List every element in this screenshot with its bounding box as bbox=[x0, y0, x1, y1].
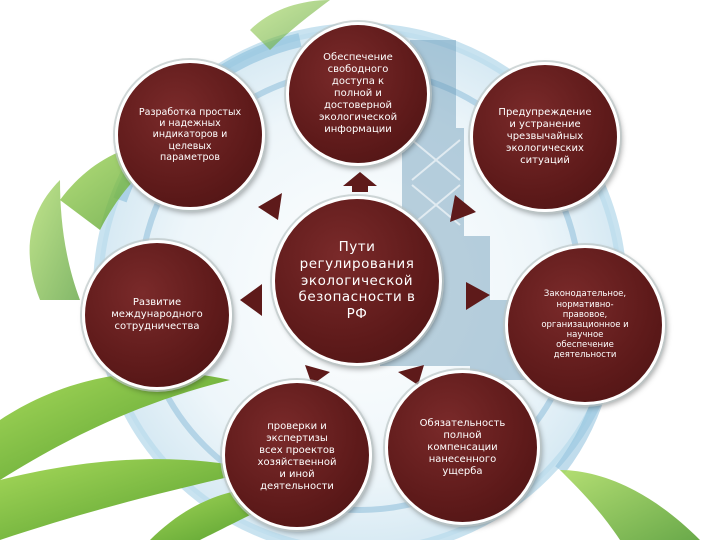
node-left: Развитие международного сотрудничества bbox=[82, 240, 232, 390]
node-right: Законодательное, нормативно- правовое, о… bbox=[505, 245, 665, 405]
arrow-to-bottom-left bbox=[305, 365, 330, 385]
node-bottom-left: проверки и экспертизы всех проектов хозя… bbox=[222, 380, 372, 530]
node-top-label: Обеспечение свободного доступа к полной … bbox=[318, 52, 398, 135]
node-top-left-label: Разработка простых и надежных индикаторо… bbox=[138, 106, 242, 164]
node-bottom-right: Обязательность полной компенсации нанесе… bbox=[385, 370, 540, 525]
node-bottom-right-label: Обязательность полной компенсации нанесе… bbox=[419, 417, 506, 477]
node-top: Обеспечение свободного доступа к полной … bbox=[286, 22, 430, 166]
node-top-right: Предупреждение и устранение чрезвычайных… bbox=[470, 62, 620, 212]
node-left-label: Развитие международного сотрудничества bbox=[111, 297, 203, 332]
node-center-label: Пути регулирования экологической безопас… bbox=[298, 238, 416, 323]
node-top-left: Разработка простых и надежных индикаторо… bbox=[115, 60, 265, 210]
node-right-label: Законодательное, нормативно- правовое, о… bbox=[541, 289, 629, 361]
node-center: Пути регулирования экологической безопас… bbox=[272, 196, 442, 366]
arrow-to-right bbox=[466, 282, 490, 310]
arrow-to-bottom-right bbox=[398, 365, 424, 385]
arrow-to-top bbox=[343, 172, 377, 186]
node-bottom-left-label: проверки и экспертизы всех проектов хозя… bbox=[257, 421, 337, 492]
arrow-to-top-left bbox=[258, 193, 282, 220]
arrow-to-top-stem bbox=[352, 186, 368, 192]
arrow-to-left bbox=[240, 284, 262, 316]
arrow-to-top-right bbox=[450, 195, 476, 222]
node-top-right-label: Предупреждение и устранение чрезвычайных… bbox=[498, 107, 592, 166]
